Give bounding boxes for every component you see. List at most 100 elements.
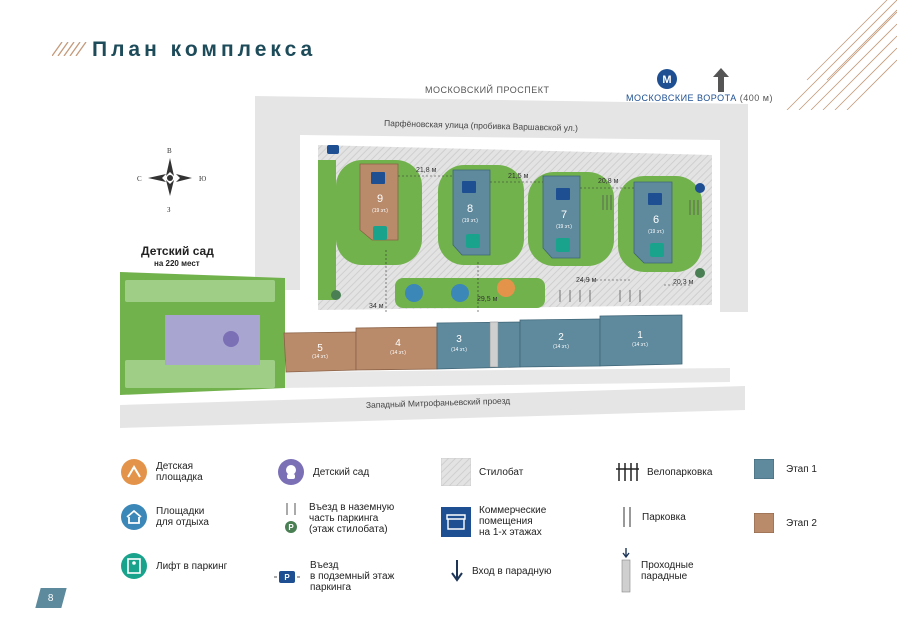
distance-label: 24,9 м [576, 277, 597, 284]
compass-s: З [167, 206, 171, 214]
commercial-icon [648, 193, 662, 205]
compass-rose-icon [148, 158, 192, 196]
road-bottom [120, 386, 745, 428]
legend-item-rest-area: Площадки для отдыха [120, 503, 209, 531]
compass-e: Ю [199, 175, 206, 183]
building-2-floors: (14 эт.) [553, 344, 569, 350]
legend-label: Этап 2 [786, 517, 817, 529]
legend-label: Этап 1 [786, 463, 817, 475]
underground-entry-marker [327, 145, 339, 154]
stage1-swatch [754, 459, 774, 479]
legend-item-parking: Парковка [620, 505, 686, 529]
title-hatch-decoration [52, 42, 87, 56]
rest-area-icon [451, 284, 469, 302]
building-6 [633, 181, 673, 264]
legend-label: Въезд в подземный этаж паркинга [310, 560, 395, 593]
metro-label: МОСКОВСКИЕ ВОРОТА (400 м) [626, 93, 773, 103]
parking-lift-icon [121, 553, 147, 579]
commercial-icon [441, 506, 471, 537]
compass-w: С [137, 175, 142, 183]
metro-name: МОСКОВСКИЕ ВОРОТА [626, 93, 737, 103]
building-3 [436, 321, 521, 370]
building-6-floors: (19 эт.) [648, 229, 664, 235]
compass-n: В [167, 147, 172, 155]
building-4-number: 4 [395, 338, 401, 349]
kindergarten-building [165, 315, 260, 365]
road-parfenovskaya [255, 104, 748, 312]
kindergarten-title: Детский сад [141, 244, 214, 258]
legend-label: Вход в парадную [472, 565, 552, 577]
distance-label: 29,5 м [477, 296, 498, 303]
legend-label: Проходные парадные [641, 559, 694, 582]
playground-icon [121, 459, 147, 485]
metro-logo-icon: М [657, 69, 677, 89]
rest-area-icon [121, 504, 147, 530]
building-4-floors: (14 эт.) [390, 350, 406, 356]
legend-item-bike-parking: Велопарковка [615, 461, 712, 483]
commercial-icon [371, 172, 385, 184]
legend-label: Велопарковка [647, 466, 713, 478]
building-1 [599, 314, 683, 367]
building-3-floors: (14 эт.) [451, 347, 467, 353]
svg-text:P: P [284, 573, 290, 582]
building-9-number: 9 [377, 193, 383, 205]
legend-item-entrance: Вход в парадную [450, 560, 551, 582]
building-8-floors: (19 эт.) [462, 218, 478, 224]
legend-item-underground-parking: P Въезд в подземный этаж паркинга [272, 560, 394, 593]
street-bottom: Западный Митрофаньевский проезд [366, 395, 511, 410]
commercial-icon [556, 188, 570, 200]
through-entrance-marker [489, 321, 499, 368]
kindergarten-subtitle: на 220 мест [154, 259, 200, 268]
corner-decoration [786, 0, 897, 110]
legend-item-kindergarten: Детский сад [277, 458, 369, 486]
through-entrance-icon [621, 548, 631, 593]
playground-icon [497, 279, 515, 297]
legend-label: Детский сад [313, 466, 370, 478]
parking-entry-marker [331, 290, 341, 300]
building-8-number: 8 [467, 203, 473, 215]
building-7-floors: (19 эт.) [556, 224, 572, 230]
legend-item-playground: Детская площадка [120, 458, 203, 486]
building-2-number: 2 [558, 332, 564, 343]
legend-item-stage2: Этап 2 [754, 513, 817, 533]
building-5-floors: (14 эт.) [312, 354, 328, 360]
parking-entry-marker [695, 183, 705, 193]
building-1-floors: (14 эт.) [632, 342, 648, 348]
kindergarten-marker-icon [223, 331, 239, 347]
parking-icon [623, 507, 631, 527]
svg-text:М: М [662, 74, 671, 86]
parking-lift-icon [373, 226, 387, 240]
parking-lift-icon [466, 234, 480, 248]
building-6-number: 6 [653, 214, 659, 226]
road-bottom-inner [280, 368, 730, 388]
svg-text:P: P [288, 523, 294, 532]
parking-lift-icon [650, 243, 664, 257]
distance-label: 21,5 м [508, 173, 529, 180]
building-7-number: 7 [561, 209, 567, 221]
distance-label: 20,3 м [673, 279, 694, 286]
legend-label: Парковка [642, 511, 686, 523]
distance-label: 21,8 м [416, 167, 437, 174]
legend-label: Въезд в наземную часть паркинга (этаж ст… [309, 501, 395, 535]
legend-label: Стилобат [479, 466, 524, 478]
commercial-icon [462, 181, 476, 193]
underground-parking-entry-icon: P [274, 570, 300, 583]
building-9-floors: (19 эт.) [372, 208, 388, 214]
legend-item-stage1: Этап 1 [754, 459, 817, 479]
page-number: 8 [35, 588, 67, 608]
distance-label: 20,8 м [598, 178, 619, 185]
bike-parking-icon [616, 463, 639, 481]
legend-label: Лифт в паркинг [156, 560, 228, 572]
street-moskovsky: МОСКОВСКИЙ ПРОСПЕКТ [425, 84, 550, 95]
page-title: План комплекса [92, 38, 317, 61]
stylobate-icon [441, 458, 471, 486]
legend-item-through-entrance: Проходные парадные [619, 548, 694, 593]
green-left-strip [318, 160, 336, 300]
rest-area-icon [405, 284, 423, 302]
stage2-swatch [754, 513, 774, 533]
surface-parking-entry-icon: P [285, 503, 297, 533]
legend-label: Площадки для отдыха [156, 506, 209, 528]
metro-distance: (400 м) [739, 93, 773, 103]
building-7 [542, 175, 581, 259]
